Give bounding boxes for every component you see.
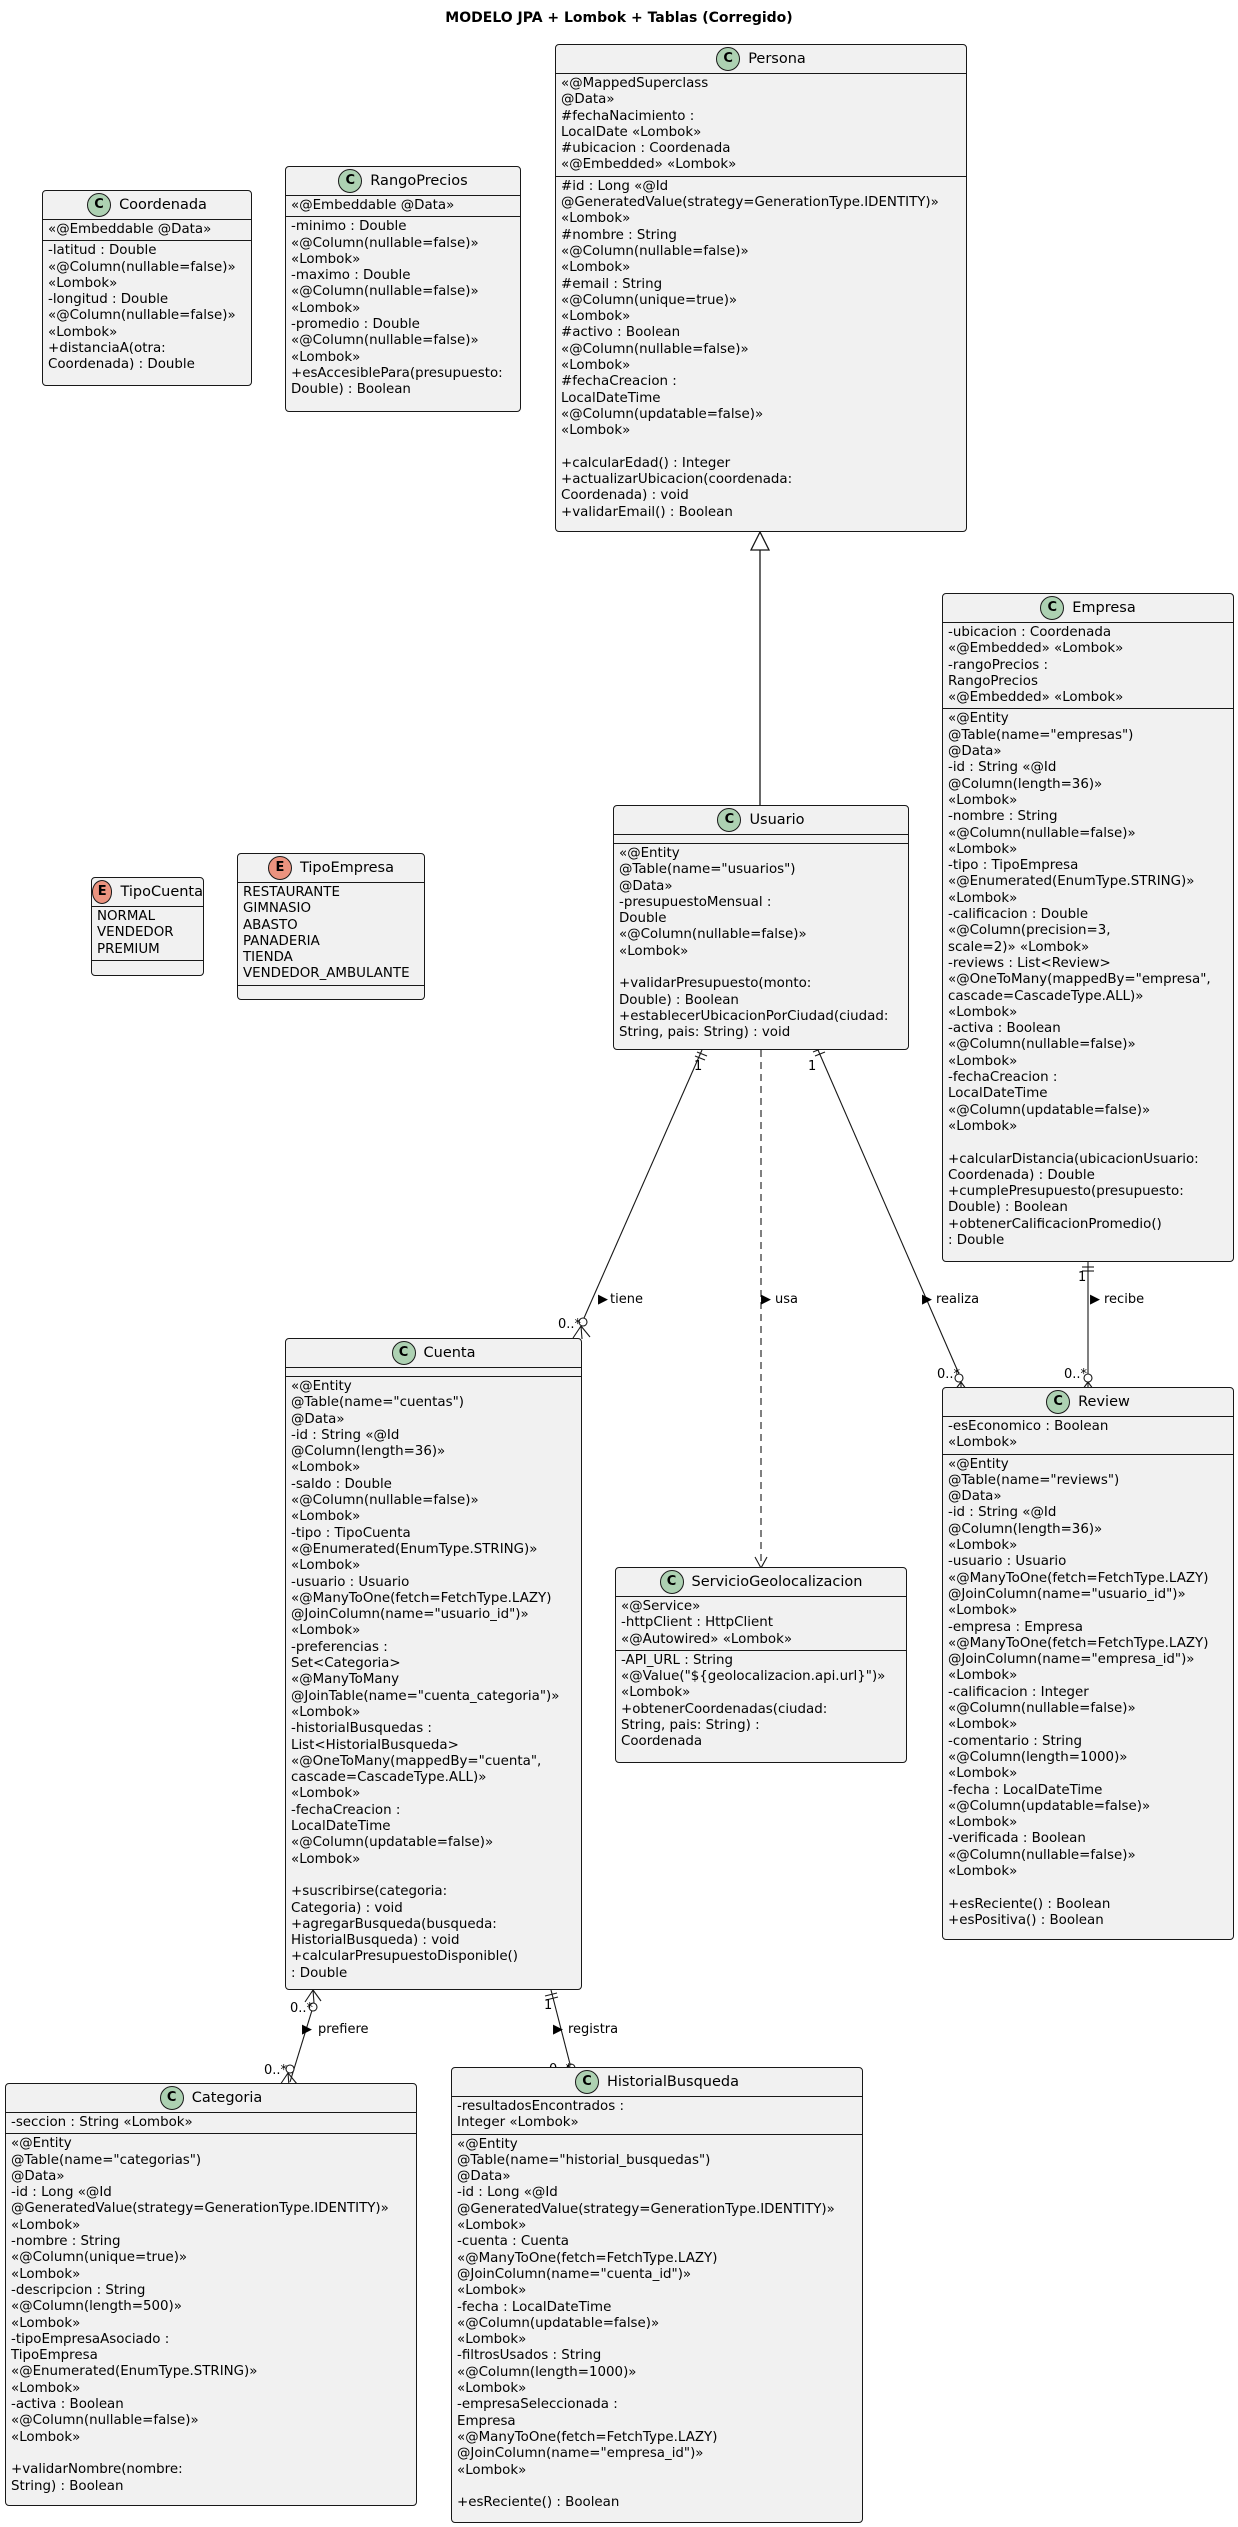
class-historialbusqueda-fields: -resultadosEncontrados : Integer «Lombok… [452,2097,862,2135]
class-coordenada-header: C Coordenada [43,191,251,220]
relation-tiene-to-mult: 0..* [558,1317,582,1332]
class-historialbusqueda-name: HistorialBusqueda [606,2073,740,2090]
relation-prefiere-to-mult: 0..* [264,2063,288,2078]
class-persona-methods: #id : Long «@Id @GeneratedValue(strategy… [561,178,939,520]
class-persona-fields: «@MappedSuperclass @Data» #fechaNacimien… [556,74,966,177]
class-badge-icon: C [716,47,741,71]
class-empresa-name: Empresa [1072,599,1136,616]
relation-usa-label: usa [775,1292,798,1307]
class-badge-icon: C [338,169,363,193]
enum-badge-icon: E [92,880,113,904]
enum-tipocuenta-methods [92,961,203,969]
relation-prefiere [279,1989,322,2087]
class-cuenta-header: C Cuenta [286,1339,581,1368]
inheritance-usuario-persona [749,530,771,805]
class-historialbusqueda[interactable]: C HistorialBusqueda -resultadosEncontrad… [451,2067,863,2523]
relation-tiene-from-mult: 1 [694,1059,702,1074]
relation-registra-from-mult: 1 [544,1998,552,2013]
relation-prefiere-from-mult: 0..* [290,2001,314,2016]
enum-tipoempresa-values: RESTAURANTE GIMNASIO ABASTO PANADERIA TI… [238,883,424,986]
class-coordenada[interactable]: C Coordenada «@Embeddable @Data» -latitu… [42,190,252,386]
class-categoria[interactable]: C Categoria -seccion : String «Lombok» «… [5,2083,417,2506]
relation-realiza-arrow: ▶ [922,1292,932,1307]
class-coordenada-methods: -latitud : Double «@Column(nullable=fals… [48,243,236,373]
class-usuario-fields [614,835,908,844]
class-serviciogeolocalizacion-header: C ServicioGeolocalizacion [616,1568,906,1597]
relation-tiene [572,1049,708,1340]
class-coordenada-name: Coordenada [119,196,207,213]
class-persona[interactable]: C Persona «@MappedSuperclass @Data» #fec… [555,44,967,532]
enum-tipocuenta-header: E TipoCuenta [92,878,203,907]
class-cuenta[interactable]: C Cuenta «@Entity @Table(name="cuentas")… [285,1338,582,1990]
relation-usa [754,1050,768,1570]
relation-usa-arrow: ▶ [761,1292,771,1307]
class-review-fields: -esEconomico : Boolean «Lombok» [943,1417,1233,1455]
class-categoria-header: C Categoria [6,2084,416,2113]
relation-registra-label: registra [568,2022,618,2037]
class-cuenta-methods: «@Entity @Table(name="cuentas") @Data» -… [291,1379,560,1981]
class-badge-icon: C [159,2086,184,2110]
enum-badge-icon: E [267,856,292,880]
class-coordenada-fields: «@Embeddable @Data» [43,220,251,242]
relation-realiza-from-mult: 1 [808,1059,816,1074]
class-cuenta-name: Cuenta [423,1344,476,1361]
class-review-header: C Review [943,1388,1233,1417]
diagram-title: MODELO JPA + Lombok + Tablas (Corregido) [445,10,793,26]
enum-tipocuenta-values: NORMAL VENDEDOR PREMIUM [92,907,203,961]
relation-prefiere-label: prefiere [318,2022,369,2037]
class-categoria-methods: «@Entity @Table(name="categorias") @Data… [11,2136,389,2494]
class-usuario[interactable]: C Usuario «@Entity @Table(name="usuarios… [613,805,909,1050]
enum-tipoempresa-name: TipoEmpresa [299,859,394,876]
relation-recibe-label: recibe [1104,1292,1144,1307]
class-review-methods: «@Entity @Table(name="reviews") @Data» -… [948,1456,1209,1928]
enum-tipocuenta-name: TipoCuenta [120,883,203,900]
class-serviciogeolocalizacion[interactable]: C ServicioGeolocalizacion «@Service» -ht… [615,1567,907,1763]
class-rangoprecios[interactable]: C RangoPrecios «@Embeddable @Data» -mini… [285,166,521,412]
enum-tipoempresa-header: E TipoEmpresa [238,854,424,883]
relation-tiene-arrow: ▶ [598,1292,608,1307]
class-empresa-header: C Empresa [943,594,1233,623]
class-categoria-name: Categoria [191,2089,263,2106]
class-serviciogeolocalizacion-fields: «@Service» -httpClient : HttpClient «@Au… [616,1597,906,1651]
class-badge-icon: C [717,808,742,832]
relation-prefiere-arrow: ▶ [302,2022,312,2037]
class-usuario-header: C Usuario [614,806,908,835]
enum-tipoempresa[interactable]: E TipoEmpresa RESTAURANTE GIMNASIO ABAST… [237,853,425,1000]
class-badge-icon: C [659,1570,684,1594]
class-usuario-name: Usuario [749,811,805,828]
class-badge-icon: C [1046,1390,1071,1414]
class-rangoprecios-header: C RangoPrecios [286,167,520,196]
class-empresa[interactable]: C Empresa -ubicacion : Coordenada «@Embe… [942,593,1234,1262]
class-empresa-methods: «@Entity @Table(name="empresas") @Data» … [948,711,1211,1248]
class-badge-icon: C [87,193,112,217]
enum-tipoempresa-methods [238,986,424,994]
enum-tipocuenta[interactable]: E TipoCuenta NORMAL VENDEDOR PREMIUM [91,877,204,976]
class-rangoprecios-fields: «@Embeddable @Data» [286,196,520,218]
class-badge-icon: C [574,2070,599,2094]
class-empresa-fields: -ubicacion : Coordenada «@Embedded» «Lom… [943,623,1233,710]
class-rangoprecios-name: RangoPrecios [370,172,468,189]
class-historialbusqueda-methods: «@Entity @Table(name="historial_busqueda… [457,2136,835,2511]
class-persona-name: Persona [748,50,806,67]
relation-registra-arrow: ▶ [553,2022,563,2037]
class-categoria-fields: -seccion : String «Lombok» [6,2113,416,2135]
relation-realiza-to-mult: 0..* [937,1367,961,1382]
relation-recibe-to-mult: 0..* [1064,1367,1088,1382]
class-review[interactable]: C Review -esEconomico : Boolean «Lombok»… [942,1387,1234,1940]
class-rangoprecios-methods: -minimo : Double «@Column(nullable=false… [291,219,503,398]
class-serviciogeolocalizacion-name: ServicioGeolocalizacion [691,1573,863,1590]
class-review-name: Review [1078,1393,1130,1410]
relation-tiene-label: tiene [610,1292,643,1307]
class-persona-header: C Persona [556,45,966,74]
relation-recibe-arrow: ▶ [1090,1292,1100,1307]
class-cuenta-fields [286,1368,581,1377]
class-serviciogeolocalizacion-methods: -API_URL : String «@Value("${geolocaliza… [621,1652,886,1750]
class-historialbusqueda-header: C HistorialBusqueda [452,2068,862,2097]
class-badge-icon: C [391,1341,416,1365]
relation-recibe-from-mult: 1 [1078,1270,1086,1285]
class-badge-icon: C [1040,596,1065,620]
relation-realiza-label: realiza [936,1292,979,1307]
class-usuario-methods: «@Entity @Table(name="usuarios") @Data» … [619,846,889,1041]
